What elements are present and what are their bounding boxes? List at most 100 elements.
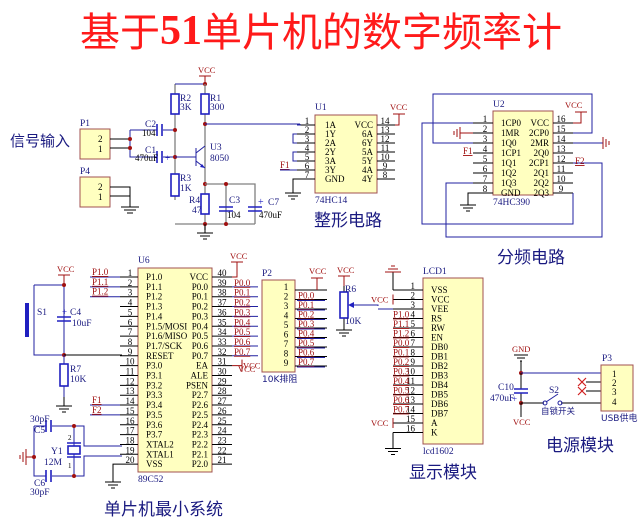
lcd-pin-num: 5 xyxy=(411,319,416,329)
ground-icon xyxy=(453,127,461,139)
lcd-pin-num: 10 xyxy=(406,367,416,377)
u2-pin-name: 2CP0 xyxy=(529,128,550,138)
lcd-pin-name: VSS xyxy=(431,285,448,295)
p3-ref: P3 xyxy=(602,354,612,364)
p4-pin1: 1 xyxy=(98,192,103,202)
u6-pin-num: 29 xyxy=(218,376,228,386)
vcc-label-u2: VCC xyxy=(565,100,583,110)
u2-pin-name: 2MR xyxy=(530,138,549,148)
u6-pin-name: VSS xyxy=(146,459,163,469)
page-title: 基于51单片机的数字频率计 xyxy=(80,8,562,56)
lcd-pin-name: A xyxy=(431,418,438,428)
ground-icon xyxy=(385,265,401,273)
lcd-pin-num: 15 xyxy=(406,414,416,424)
u6-pin-name: ALE xyxy=(191,371,209,381)
u6-pin-name: P1.2 xyxy=(146,292,162,302)
p3-pin2: 2 xyxy=(612,378,617,388)
lcd-net-label: P1.2 xyxy=(393,329,409,339)
p2-net-label: P0.6 xyxy=(298,348,315,358)
p2-net-label: P0.7 xyxy=(298,357,315,367)
u6-pin-num: 36 xyxy=(218,307,228,317)
s1-ref: S1 xyxy=(37,308,47,318)
u6-net-label: P0.5 xyxy=(234,327,251,337)
c10-value: 470uF xyxy=(490,394,514,404)
lcd-pin-name: DB0 xyxy=(431,342,449,352)
lcd-pin-name: DB6 xyxy=(431,399,449,409)
u6-pin-num: 25 xyxy=(218,416,228,426)
lcd-pin-name: DB1 xyxy=(431,352,448,362)
c1-value: 470uF xyxy=(135,153,158,163)
u6-pin-num: 33 xyxy=(218,337,228,347)
u6-net-label: P1.0 xyxy=(92,267,109,277)
u2-body xyxy=(492,110,554,196)
r3-ref: R3 xyxy=(180,174,191,184)
input-stage: 信号输入 P1 2 1 P4 2 1 C2 104 C1 470uF + R2 … xyxy=(10,65,300,240)
u3-ref: U3 xyxy=(210,143,222,153)
u6-pin-name: P0.0 xyxy=(192,282,209,292)
s2-label: 自锁开关 xyxy=(541,406,576,417)
net-label-f1: F1 xyxy=(280,160,290,170)
u6-pin-num: 14 xyxy=(126,396,136,406)
vcc-label-u6: VCC xyxy=(230,251,248,261)
u6-net-label: P0.0 xyxy=(234,278,251,288)
ground-icon xyxy=(121,199,139,214)
r6-ref: R6 xyxy=(345,285,356,295)
u6-pin-name: RESET xyxy=(146,351,174,361)
u1-pin-num: 5 xyxy=(305,152,310,162)
ground-icon xyxy=(514,354,528,373)
lcd-pin-name: DB7 xyxy=(431,409,449,419)
c7-plus: + xyxy=(258,197,264,208)
u2-pin-num: 10 xyxy=(557,174,567,184)
u1-pin-name: 5A xyxy=(362,147,374,157)
p1-pin2: 2 xyxy=(98,134,103,144)
c1-ref: C1 xyxy=(145,146,156,156)
p4-pin2: 2 xyxy=(98,182,103,192)
u6-part: 89C52 xyxy=(138,475,164,485)
u6-pin-num: 7 xyxy=(128,327,133,337)
u2-pin-num: 15 xyxy=(557,124,567,134)
u2-pin-num: 2 xyxy=(483,124,488,134)
lcd-pin-num: 14 xyxy=(406,405,416,415)
u6-pin-name: P2.6 xyxy=(192,400,209,410)
u1-pin-num: 6 xyxy=(305,161,310,171)
lcd-net-label: P0.0 xyxy=(393,338,410,348)
mcu-support: VCC S1 C4 + 10uF R7 10K 30pF C5 Y1 12M 2 xyxy=(19,264,122,498)
p2-pin-num: 4 xyxy=(284,311,289,321)
lcd-net-label: P1.0 xyxy=(393,310,410,320)
ground-icon xyxy=(460,199,476,212)
u1-pin-name: 2Y xyxy=(325,147,337,157)
u6-pin-num: 12 xyxy=(126,376,135,386)
c2-value: 104 xyxy=(142,128,156,138)
u6-net-label: P0.1 xyxy=(234,288,250,298)
u2-pin-name: VCC xyxy=(530,118,549,128)
u6-pin-num: 20 xyxy=(126,455,136,465)
signal-input-label: 信号输入 xyxy=(10,132,70,150)
p2-pin-num: 8 xyxy=(284,349,289,359)
u1-pin-num: 13 xyxy=(381,125,391,135)
u6-pin-name: XTAL1 xyxy=(146,449,174,459)
u1-pin-name: 1Y xyxy=(325,129,337,139)
r1-value: 300 xyxy=(210,103,225,113)
u2-ref: U2 xyxy=(493,100,505,110)
lcd-pin-num: 12 xyxy=(406,386,415,396)
resistor-r7 xyxy=(59,363,69,387)
s2-ref: S2 xyxy=(549,386,559,396)
u1-part: 74HC14 xyxy=(315,196,347,206)
u2-pin-num: 16 xyxy=(557,114,567,124)
u6-pin-num: 31 xyxy=(218,357,227,367)
net-label-f2: F2 xyxy=(575,156,585,166)
u6-net-label: P0.3 xyxy=(234,307,251,317)
u6-pin-num: 15 xyxy=(126,406,136,416)
u6-pin-num: 1 xyxy=(128,268,133,278)
title-prefix: 基于 xyxy=(80,10,160,56)
r2-value: 3K xyxy=(180,103,192,113)
c4-value: 10uF xyxy=(72,319,92,329)
u6-pin-num: 18 xyxy=(126,435,136,445)
c5-value: 30pF xyxy=(30,415,50,425)
lcd-pin-num: 6 xyxy=(411,329,416,339)
u2-pin-name: 2CP1 xyxy=(529,158,549,168)
u1-pin-num: 7 xyxy=(305,170,310,180)
vcc-label-u1: VCC xyxy=(390,102,408,112)
